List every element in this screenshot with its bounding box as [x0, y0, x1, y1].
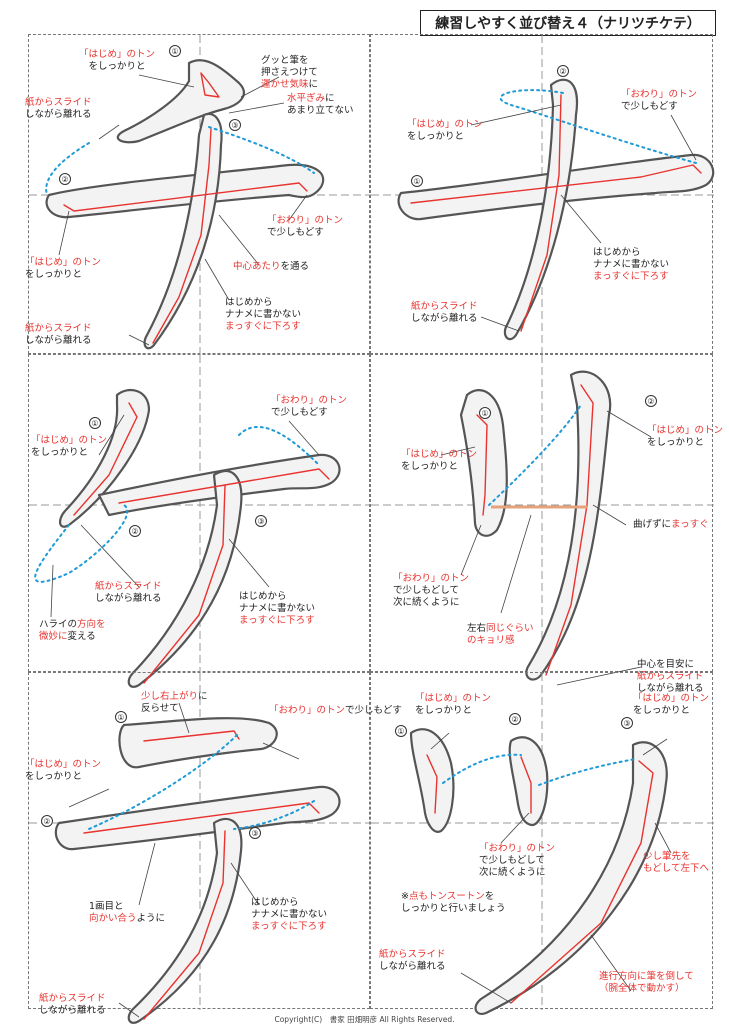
note-start-ton: 「はじめ」のトンをしっかりと — [401, 449, 478, 472]
note-start-ton: 「はじめ」のトンをしっかりと — [79, 49, 156, 72]
panel-na-drawing — [29, 35, 371, 355]
stroke-number: ② — [41, 815, 53, 827]
note-end-ton: 「おわり」のトンで少しもどす — [269, 705, 402, 716]
stroke-number: ① — [395, 725, 407, 737]
note-tilt-brush: 進行方向に筆を倒して（腕全体で動かす） — [599, 971, 694, 994]
note-slide-off-2: 紙からスライドしながら離れる — [25, 323, 92, 346]
stroke-number: ② — [509, 713, 521, 725]
stroke-number: ② — [557, 65, 569, 77]
note-face-first: 1画目と向かい合うように — [89, 901, 166, 924]
note-harai-direction: ハライの方向を微妙に変える — [39, 619, 106, 642]
note-no-curve: 曲げずにまっすぐ — [633, 519, 709, 530]
panel-chi-drawing — [29, 355, 371, 688]
stroke-number: ① — [169, 45, 181, 57]
note-slide-off: 紙からスライドしながら離れる — [411, 301, 478, 324]
panel-ri: ① ② 「はじめ」のトンをしっかりと 「はじめ」のトンをしっかりと 曲げずにまっ… — [370, 354, 723, 694]
page-title: 練習しやすく並び替え４（ナリツチケテ） — [420, 10, 716, 36]
note-start-ton: 「はじめ」のトンをしっかりと — [31, 435, 108, 458]
stroke-number: ③ — [229, 119, 241, 131]
panel-ri-drawing — [371, 355, 714, 686]
stroke-number: ③ — [255, 515, 267, 527]
note-ton-su-ton: ※点もトンスートンをしっかりと行いましょう — [401, 891, 506, 914]
note-start-ton: 「はじめ」のトンをしっかりと — [415, 693, 492, 716]
note-press-brush: グッと筆を押さえつけて運かせ気味に — [261, 55, 319, 90]
stroke-number: ① — [479, 407, 491, 419]
note-slight-rise: 少し右上がりに反らせて — [141, 691, 208, 714]
stroke-number: ② — [59, 173, 71, 185]
note-straight-down: はじめからナナメに書かないまっすぐに下ろす — [225, 297, 302, 332]
panel-chi: ① ② ③ 「はじめ」のトンをしっかりと 「おわり」のトンで少しもどす 紙からス… — [28, 354, 371, 688]
panel-tsu-drawing — [371, 673, 714, 1015]
note-slide-off: 紙からスライドしながら離れる — [39, 993, 106, 1016]
practice-sheet: ① ② ③ 「はじめ」のトンをしっかりと グッと筆を押さえつけて運かせ気味に 紙… — [25, 34, 723, 1024]
note-horizontal: 水平ぎみにあまり立てない — [287, 93, 354, 116]
note-start-ton-2: 「はじめ」のトンをしっかりと — [633, 693, 710, 716]
note-straight-down: はじめからナナメに書かないまっすぐに下ろす — [593, 247, 670, 282]
note-start-ton-2: 「はじめ」のトンをしっかりと — [25, 257, 102, 280]
stroke-number: ③ — [621, 717, 633, 729]
stroke-number: ③ — [249, 827, 261, 839]
note-return-tip: 少し筆先をもどして左下へ — [643, 851, 710, 874]
panel-tsu: ① ② ③ 「はじめ」のトンをしっかりと 「はじめ」のトンをしっかりと 「おわり… — [370, 672, 714, 1015]
panel-na: ① ② ③ 「はじめ」のトンをしっかりと グッと筆を押さえつけて運かせ気味に 紙… — [25, 34, 371, 355]
note-end-ton: 「おわり」のトンで少しもどす — [621, 89, 698, 112]
note-start-ton: 「はじめ」のトンをしっかりと — [25, 759, 102, 782]
note-end-ton: 「おわり」のトンで少しもどす — [271, 395, 348, 418]
stroke-number: ② — [645, 395, 657, 407]
note-end-ton: 「おわり」のトンで少しもどして次に続くように — [393, 573, 470, 608]
note-straight-down: はじめからナナメに書かないまっすぐに下ろす — [239, 591, 316, 626]
panel-na-variant: ① ② 「はじめ」のトンをしっかりと 「おわり」のトンで少しもどす はじめからナ… — [370, 34, 715, 355]
note-end-ton: 「おわり」のトンで少しもどして次に続くように — [479, 843, 556, 878]
note-center-slide: 中心を目安に紙からスライドしながら離れる — [637, 659, 704, 694]
note-start-ton-2: 「はじめ」のトンをしっかりと — [647, 425, 724, 448]
panel-te: ① ② ③ 少し右上がりに反らせて 「おわり」のトンで少しもどす 「はじめ」のト… — [25, 672, 402, 1024]
note-equal-distance: 左右同じぐらいのキョリ感 — [467, 623, 534, 646]
note-slide-off: 紙からスライドしながら離れる — [25, 97, 92, 120]
note-end-ton: 「おわり」のトンで少しもどす — [267, 215, 344, 238]
note-straight-down: はじめからナナメに書かないまっすぐに下ろす — [251, 897, 328, 932]
note-slide-off: 紙からスライドしながら離れる — [95, 581, 162, 604]
panel-te-drawing — [29, 673, 371, 1024]
note-center: 中心あたりを通る — [233, 261, 310, 272]
stroke-number: ① — [89, 417, 101, 429]
copyright: Copyright(C) 書家 田畑明彦 All Rights Reserved… — [274, 1015, 455, 1024]
panel-na-variant-drawing — [371, 35, 715, 355]
note-start-ton: 「はじめ」のトンをしっかりと — [407, 119, 484, 142]
stroke-number: ① — [115, 711, 127, 723]
stroke-number: ② — [129, 525, 141, 537]
note-slide-off: 紙からスライドしながら離れる — [379, 949, 446, 972]
stroke-number: ① — [411, 175, 423, 187]
